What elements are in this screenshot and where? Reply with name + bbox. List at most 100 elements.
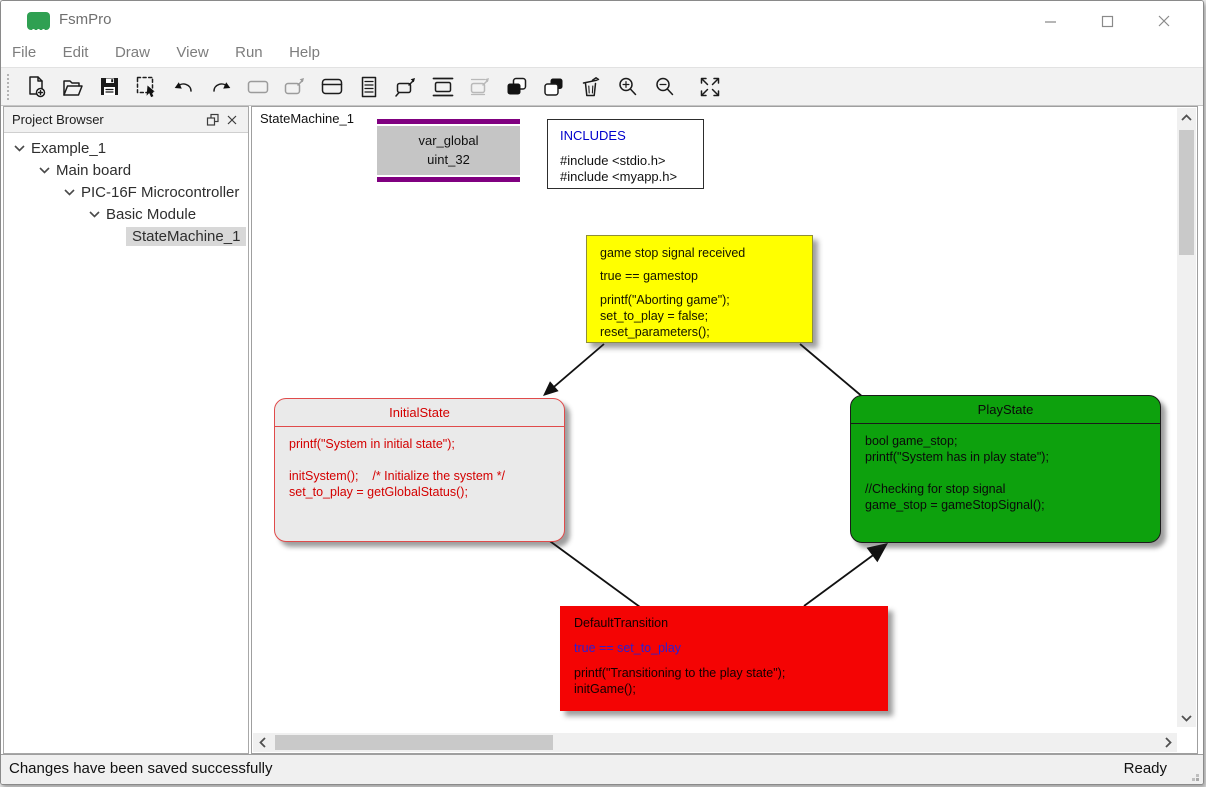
variable-body: var_global uint_32 xyxy=(377,126,520,175)
transition-condition: true == set_to_play xyxy=(574,641,682,655)
toolbar xyxy=(1,67,1203,106)
horizontal-scrollbar[interactable] xyxy=(253,733,1177,752)
chevron-down-icon xyxy=(1181,714,1192,722)
transition-action: reset_parameters(); xyxy=(600,325,710,339)
menu-edit[interactable]: Edit xyxy=(62,44,89,61)
draw-transition-button[interactable] xyxy=(387,70,424,104)
canvas-title: StateMachine_1 xyxy=(260,111,354,126)
scroll-right-button[interactable] xyxy=(1158,733,1177,752)
scroll-down-button[interactable] xyxy=(1177,708,1196,727)
float-panel-button[interactable] xyxy=(206,113,222,127)
select-icon xyxy=(136,76,155,97)
variable-name: var_global xyxy=(418,133,479,148)
transition-action: initGame(); xyxy=(574,682,636,696)
menu-view[interactable]: View xyxy=(176,44,209,61)
chevron-down-icon[interactable] xyxy=(89,210,100,218)
vertical-scroll-thumb[interactable] xyxy=(1179,130,1194,255)
draw-state-button[interactable] xyxy=(276,70,313,104)
transition-gamestop[interactable]: game stop signal received true == gamest… xyxy=(586,235,813,343)
chevron-up-icon xyxy=(1181,113,1192,121)
chevron-down-icon[interactable] xyxy=(14,144,25,152)
state-body: printf("System in initial state"); initS… xyxy=(289,437,506,499)
minimize-icon xyxy=(1044,20,1056,23)
delete-button[interactable] xyxy=(572,70,609,104)
draw-header-box-button[interactable] xyxy=(313,70,350,104)
fit-to-screen-button[interactable] xyxy=(691,70,728,104)
draw-rectangle-button[interactable] xyxy=(239,70,276,104)
state-body: bool game_stop; printf("System has in pl… xyxy=(865,434,1049,512)
tree-item-main-board[interactable]: Main board xyxy=(4,159,248,181)
transition-event: game stop signal received xyxy=(600,246,746,260)
close-icon xyxy=(1158,15,1170,27)
project-browser-panel: Project Browser Example_1 Main board xyxy=(3,106,249,754)
open-file-icon xyxy=(62,79,83,96)
zoom-in-button[interactable] xyxy=(609,70,646,104)
includes-title: INCLUDES xyxy=(560,128,626,143)
menu-draw[interactable]: Draw xyxy=(114,44,150,61)
project-browser-title: Project Browser xyxy=(12,112,104,127)
menu-run[interactable]: Run xyxy=(235,44,263,61)
state-initialstate[interactable]: InitialState printf("System in initial s… xyxy=(274,398,565,542)
zoom-out-icon xyxy=(655,77,673,95)
variable-block-var-global[interactable]: var_global uint_32 xyxy=(377,119,520,182)
duplicate-icon xyxy=(543,78,562,96)
fit-to-screen-icon xyxy=(700,77,719,96)
diagram-canvas[interactable]: StateMachine_1 var_global uint_32 xyxy=(251,106,1198,754)
state-title: PlayState xyxy=(851,396,1160,424)
duplicate-filled-button[interactable] xyxy=(498,70,535,104)
maximize-button[interactable] xyxy=(1092,9,1122,33)
menu-file[interactable]: File xyxy=(12,44,37,61)
scroll-up-button[interactable] xyxy=(1177,108,1196,127)
transition-action: printf("Aborting game"); xyxy=(600,293,730,307)
project-tree: Example_1 Main board PIC-16F Microcontro… xyxy=(4,137,248,247)
resize-grip-icon[interactable] xyxy=(1188,770,1200,782)
close-panel-button[interactable] xyxy=(226,113,242,127)
select-button[interactable] xyxy=(128,70,165,104)
tree-item-statemachine-1[interactable]: StateMachine_1 xyxy=(4,225,248,247)
chevron-down-icon[interactable] xyxy=(39,166,50,174)
minimize-button[interactable] xyxy=(1035,9,1065,33)
chevron-left-icon xyxy=(258,737,266,748)
tree-item-pic16f-microcontroller[interactable]: PIC-16F Microcontroller xyxy=(4,181,248,203)
duplicate-button[interactable] xyxy=(535,70,572,104)
transition-default[interactable]: DefaultTransition true == set_to_play pr… xyxy=(560,606,888,711)
horizontal-scroll-thumb[interactable] xyxy=(275,735,553,750)
main-area: Project Browser Example_1 Main board xyxy=(1,106,1203,754)
draw-text-block-button[interactable] xyxy=(350,70,387,104)
open-file-button[interactable] xyxy=(54,70,91,104)
chevron-right-icon xyxy=(1164,737,1172,748)
zoom-out-button[interactable] xyxy=(646,70,683,104)
status-message: Changes have been saved successfully xyxy=(9,760,273,777)
header-box-icon xyxy=(321,78,342,94)
status-ready: Ready xyxy=(1123,760,1167,777)
variable-bottom-bar xyxy=(377,177,520,182)
menu-help[interactable]: Help xyxy=(289,44,320,61)
chevron-down-icon[interactable] xyxy=(64,188,75,196)
app-logo-icon xyxy=(27,12,50,32)
includes-block[interactable]: INCLUDES #include <stdio.h> #include <my… xyxy=(547,119,704,189)
undo-button[interactable] xyxy=(165,70,202,104)
draw-variable-block-button[interactable] xyxy=(424,70,461,104)
title-bar: FsmPro xyxy=(1,1,1203,41)
maximize-icon xyxy=(1101,15,1113,27)
state-playstate[interactable]: PlayState bool game_stop; printf("System… xyxy=(850,395,1161,543)
draw-transition-disabled-button[interactable] xyxy=(461,70,498,104)
save-button[interactable] xyxy=(91,70,128,104)
redo-icon xyxy=(212,81,230,92)
tree-item-example-1[interactable]: Example_1 xyxy=(4,137,248,159)
toolbar-grip[interactable] xyxy=(7,73,10,100)
transition-action: set_to_play = false; xyxy=(600,309,709,323)
close-panel-icon xyxy=(227,115,237,125)
new-file-button[interactable] xyxy=(17,70,54,104)
vertical-scrollbar[interactable] xyxy=(1177,108,1196,727)
close-button[interactable] xyxy=(1149,9,1179,33)
transition-condition: true == gamestop xyxy=(600,269,698,283)
new-file-icon xyxy=(28,75,45,97)
tree-item-basic-module[interactable]: Basic Module xyxy=(4,203,248,225)
scroll-left-button[interactable] xyxy=(253,733,272,752)
project-browser-header: Project Browser xyxy=(4,107,248,133)
text-block-icon xyxy=(361,76,376,97)
variable-top-bar xyxy=(377,119,520,124)
redo-button[interactable] xyxy=(202,70,239,104)
